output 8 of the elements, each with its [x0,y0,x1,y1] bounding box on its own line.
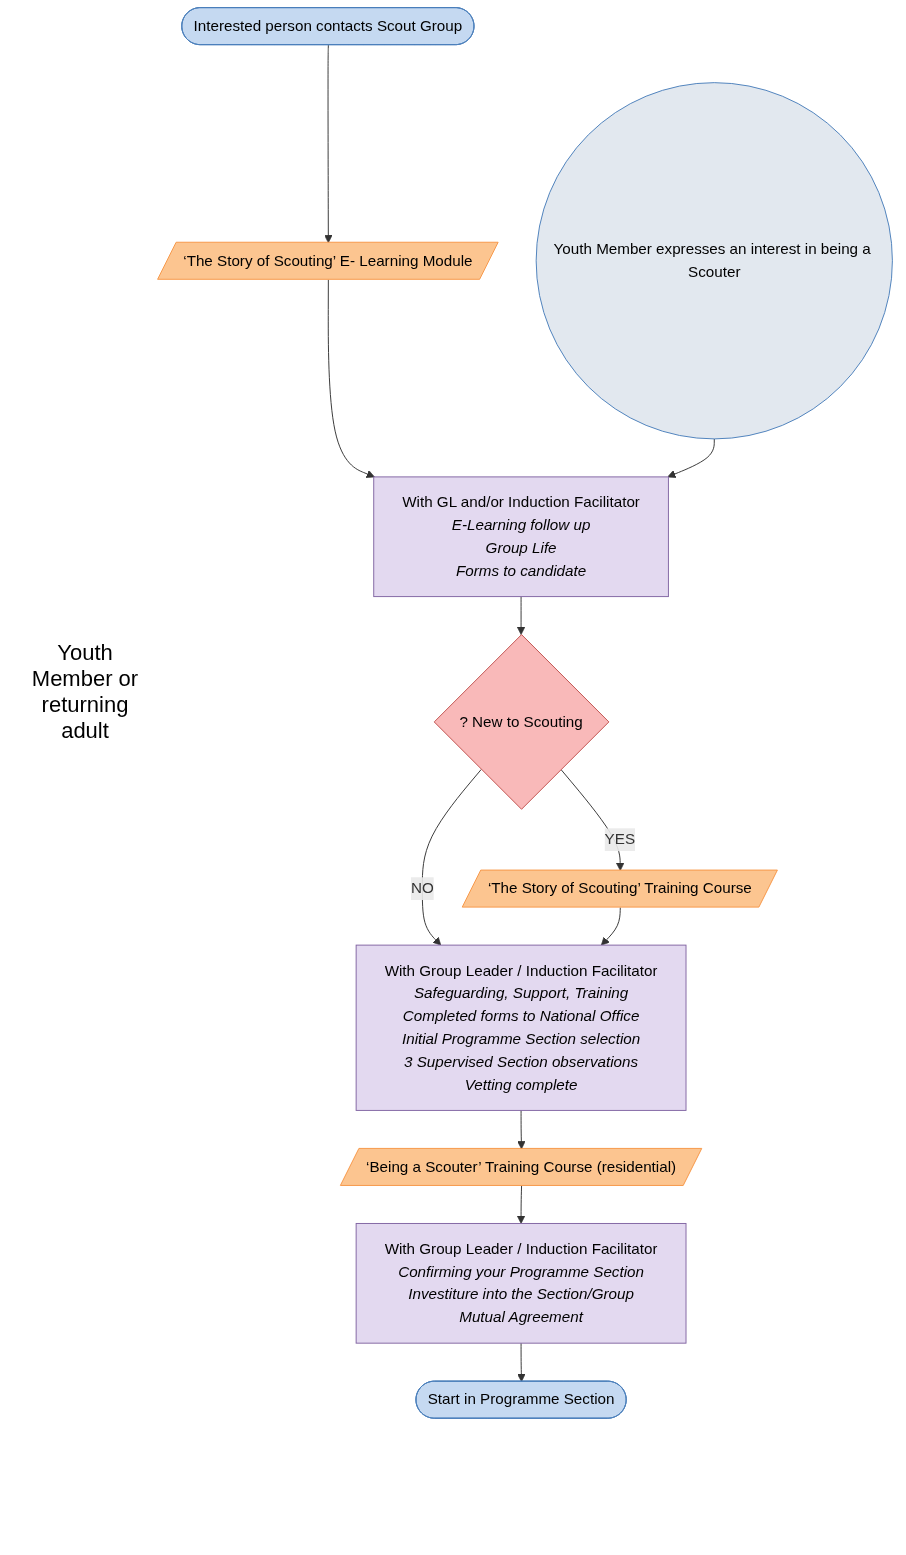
node-box: With Group Leader / Induction Facilitator Safeguarding, Support, Training Completed forms to National Office Initial Programme Section selection 3 Supervised Section observations Vetting complete [355,944,687,1111]
node-box: With GL and/or Induction Facilitator E-Learning follow up Group Life Forms to candidate [373,476,669,598]
node-circle: Youth Member expresses an interest in being a Scouter [535,82,893,440]
edge-label: NO [410,880,434,897]
edge-label: YES [604,831,636,848]
node-box: With Group Leader / Induction Facilitator Confirming your Programme Section Investiture into the Section/Group Mutual Agreement [355,1223,687,1344]
note-text: Youth Member or returning adult [30,640,140,744]
node-diamond: ? New to Scouting [433,634,610,810]
